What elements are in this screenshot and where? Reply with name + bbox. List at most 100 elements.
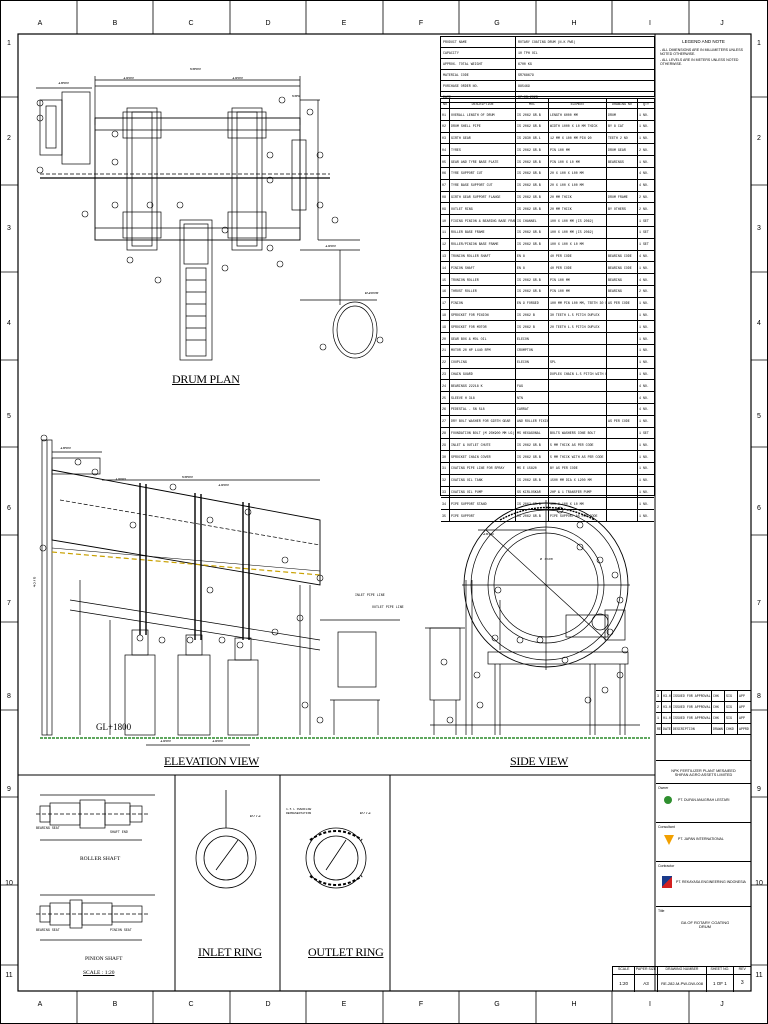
bom-header-cell: DRAWING NO <box>607 99 638 108</box>
revision-cell: SIG <box>725 691 738 701</box>
field-label-scale: SCALE <box>613 967 636 974</box>
bom-cell: 2HP & 1 TRANSFER PUMP <box>549 486 607 498</box>
bom-cell: 28 <box>441 427 450 439</box>
bom-cell: WIDTH 1000 X 10 MM THICK <box>549 120 607 132</box>
bom-cell: IS 2062 GR.B <box>516 167 549 179</box>
bom-cell: 1 NO. <box>639 513 649 518</box>
zone-col-c: C <box>188 20 194 27</box>
bom-cell: TYRES <box>450 144 516 156</box>
field-paper: A3 <box>635 975 658 992</box>
bom-cell: PIPE SUPPORT STAND <box>450 498 516 510</box>
revision-cell: APPRD <box>739 727 749 731</box>
revision-table: 303-05-23ISSUED FOR APPROVALCHKSIGAPP203… <box>656 690 751 735</box>
bom-cell <box>607 462 638 474</box>
revision-cell: APP <box>739 716 745 720</box>
legend-title: LEGEND AND NOTE <box>682 39 725 44</box>
bom-cell: 02 <box>441 120 450 132</box>
title-block: NPK FERTILIZER PLANT MESAIEED SHIFAN AGR… <box>656 760 751 966</box>
bom-cell: 100 X 100 X 10 MM <box>549 238 607 250</box>
bom-cell: TEETH 2 NO <box>607 132 638 144</box>
header-label: PURCHASE ORDER NO. <box>441 81 516 91</box>
elev-dim-1500c: 1500 <box>160 740 171 744</box>
bom-cell: TRUNION ROLLER <box>450 274 516 285</box>
bom-cell <box>607 333 638 344</box>
header-value: 07.03.2023 <box>518 95 538 99</box>
bom-cell: 4 NO. <box>639 171 649 176</box>
revision-cell: CHKD <box>725 724 738 734</box>
bom-cell: ELECON <box>516 333 549 344</box>
field-label-paper: PAPER SIZE <box>635 967 658 974</box>
bom-cell: COATING OIL PUMP <box>450 486 516 498</box>
bom-cell <box>607 179 638 191</box>
bom-cell: SS KIRLOSKAR <box>516 486 549 498</box>
elev-dim-1500a: 1500 <box>115 478 126 482</box>
bom-cell: 4 NO. <box>639 277 649 282</box>
bom-cell: FIXING PINION & BEARING BASE FRAME <box>450 215 516 226</box>
bom-cell: EN 9 FORGED <box>516 297 549 309</box>
bom-cell: 13 <box>441 250 450 262</box>
bom-cell: 1 NO. <box>639 372 649 377</box>
bom-cell: 1 NO. <box>639 336 649 341</box>
revision-cell: 03-04-23 <box>662 702 672 712</box>
bom-cell: 20 MM THICK <box>549 191 607 203</box>
bom-cell: 4 NO. <box>639 254 649 259</box>
roller-shaft-note-2: SHAFT END <box>110 830 128 834</box>
bom-cell: 20 <box>441 333 450 344</box>
bom-cell: 22 <box>441 356 450 368</box>
bom-cell: MOTOR 20 HP 1440 RPM <box>450 344 516 356</box>
zone-row-10-right: 10 <box>755 880 763 887</box>
zone-row-8: 8 <box>7 693 11 700</box>
bom-cell: DRUM FRAME <box>607 191 638 203</box>
ground-level-label: GL+1800 <box>96 722 132 732</box>
zone-col-d-bottom: D <box>265 1001 271 1008</box>
bom-cell: 1 NO. <box>639 313 649 318</box>
field-label-drawing-no: DRAWING NUMBER <box>658 967 708 974</box>
zone-col-e: E <box>341 20 347 27</box>
scale-note: SCALE : 1:20 <box>83 970 115 976</box>
legend-note-2: - ALL LEVELS ARE IN METERS UNLESS NOTED … <box>660 58 739 66</box>
drawing-number-block: SCALE PAPER SIZE DRAWING NUMBER SHEET NO… <box>612 966 751 992</box>
bom-cell <box>516 368 549 380</box>
bom-header-cell: NO <box>441 99 450 108</box>
bom-cell: 26 <box>441 403 450 415</box>
bom-cell: EN 8 <box>516 250 549 262</box>
bom-cell <box>607 392 638 403</box>
bom-cell: IS 2062 GR.B <box>516 439 549 451</box>
zone-row-11: 11 <box>5 972 13 979</box>
bom-cell: 23 <box>441 368 450 380</box>
bom-cell: BEARING <box>607 285 638 297</box>
drawing-title: GA OF ROTARY COATING DRUM <box>680 920 730 929</box>
bom-cell: 32 <box>441 474 450 486</box>
bom-cell: LENGTH 6000 MM <box>549 109 607 120</box>
zone-row-6-right: 6 <box>757 505 761 512</box>
bom-cell: IS 2062 GR.B <box>516 451 549 462</box>
zone-row-5: 5 <box>7 413 11 420</box>
bom-cell: PEDESTAL - SN 518 <box>450 403 516 415</box>
bom-cell: 14 <box>441 262 450 274</box>
bom-header-cell: MOC <box>516 99 549 108</box>
revision-cell: 03-05-23 <box>662 691 672 701</box>
header-value: SR768679 <box>518 73 534 77</box>
bom-cell: 27 <box>441 415 450 427</box>
revision-cell: DESCRIPTION <box>672 724 712 734</box>
zone-col-i: I <box>649 20 651 27</box>
bom-cell: IS 2830 GR.1 <box>516 132 549 144</box>
zone-col-e-bottom: E <box>341 1001 347 1008</box>
bom-cell: DRUM GEAR <box>607 144 638 156</box>
bom-cell <box>607 439 638 451</box>
field-scale: 1:20 <box>613 975 636 992</box>
